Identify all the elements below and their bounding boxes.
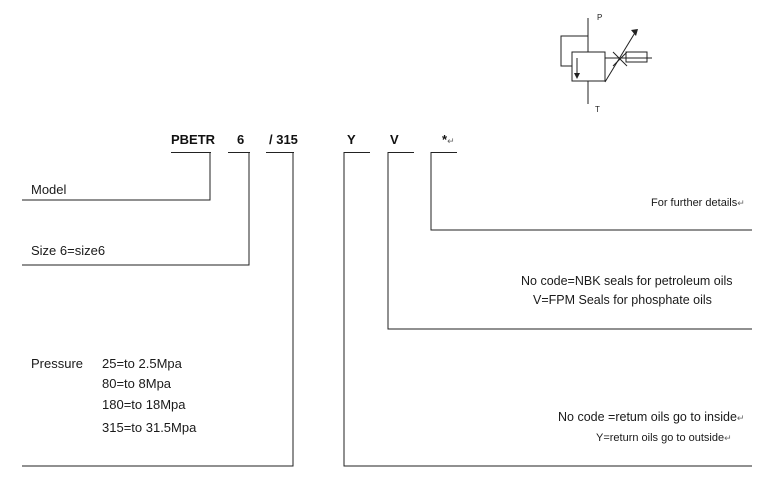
pressure-option-180: 180=to 18Mpa xyxy=(102,397,186,412)
seal-leader-line xyxy=(387,152,752,330)
code-return-underline xyxy=(344,152,370,153)
relief-valve-symbol xyxy=(560,18,652,104)
code-series-underline xyxy=(171,152,211,153)
return-outside-text: Y=return oils go to outside xyxy=(596,432,725,444)
pressure-option-25: 25=to 2.5Mpa xyxy=(102,356,182,371)
return-mark-icon: ↵ xyxy=(737,198,745,208)
details-leader-line xyxy=(430,152,752,231)
model-leader-line xyxy=(22,152,211,201)
seal-fpm-label: V=FPM Seals for phosphate oils xyxy=(533,293,712,307)
further-details-label: For further details↵ xyxy=(651,197,745,209)
pilot-line xyxy=(560,35,588,67)
adjustment-housing xyxy=(625,51,648,63)
code-seal: V xyxy=(390,132,399,147)
port-t-label: T xyxy=(595,105,600,114)
spring-element xyxy=(612,51,628,67)
return-inside-text: No code =retum oils go to inside xyxy=(558,410,737,424)
code-details-star: * xyxy=(442,132,448,147)
return-inside-label: No code =retum oils go to inside↵ xyxy=(558,410,744,424)
pressure-label: Pressure xyxy=(31,356,84,371)
code-details-underline xyxy=(431,152,457,153)
flow-arrow-head-icon xyxy=(574,73,580,79)
seal-nbk-label: No code=NBK seals for petroleum oils xyxy=(521,274,733,288)
code-pressure-underline xyxy=(266,152,294,153)
pressure-leader-line xyxy=(22,152,294,467)
pressure-option-80: 80=to 8Mpa xyxy=(102,376,172,391)
return-outside-label: Y=return oils go to outside↵ xyxy=(596,432,732,444)
code-series: PBETR xyxy=(171,132,216,147)
code-size-underline xyxy=(228,152,250,153)
size-label: Size 6=size6 xyxy=(31,243,106,258)
code-pressure: / 315 xyxy=(269,132,298,147)
return-mark-icon: ↵ xyxy=(724,433,732,443)
code-return: Y xyxy=(347,132,356,147)
return-mark-icon: ↵ xyxy=(447,136,455,146)
model-label: Model xyxy=(31,182,67,197)
pressure-option-315: 315=to 31.5Mpa xyxy=(102,420,197,435)
variable-adjust-arrow xyxy=(604,30,637,83)
return-leader-line xyxy=(343,152,752,467)
port-p-label: P xyxy=(597,13,602,22)
code-seal-underline xyxy=(388,152,414,153)
size-leader-line xyxy=(22,152,250,266)
return-mark-icon: ↵ xyxy=(736,413,745,423)
code-details: *↵ xyxy=(442,132,455,147)
adjust-arrow-head-icon xyxy=(631,29,638,36)
code-size: 6 xyxy=(237,132,245,147)
further-details-text: For further details xyxy=(651,197,738,209)
